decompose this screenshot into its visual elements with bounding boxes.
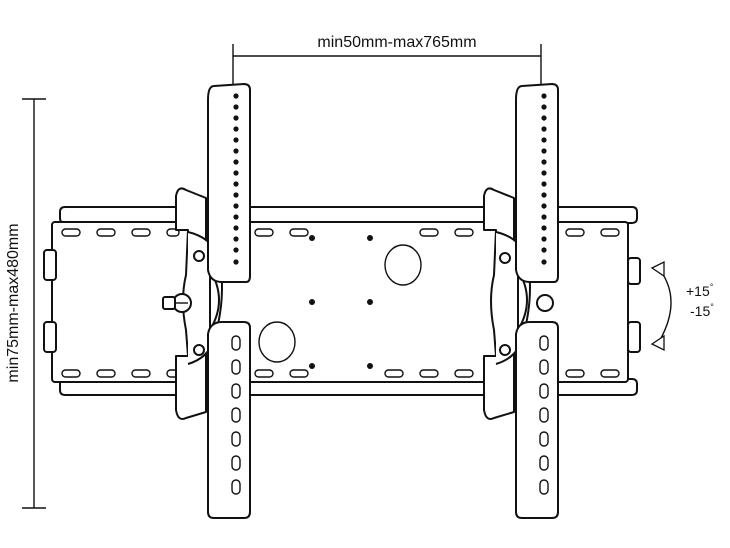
left-upper-arm [207, 83, 251, 283]
right-lower-arm [515, 321, 559, 519]
height-label: min75mm-max480mm [5, 223, 22, 382]
width-label: min50mm-max765mm [317, 34, 476, 51]
tilt-down-label: -15 [690, 303, 710, 319]
right-upper-arm [515, 83, 559, 283]
tilt-up-degree: ° [710, 282, 714, 292]
height-dimension: min75mm-max480mm [5, 98, 46, 509]
tilt-arrow-up-icon [650, 260, 665, 278]
tilt-indicator: +15° -15° [650, 260, 714, 352]
svg-text:-15°: -15° [690, 302, 714, 319]
tilt-up-label: +15 [686, 283, 710, 299]
left-lower-arm [207, 321, 251, 519]
tilt-arrow-down-icon [650, 334, 665, 352]
width-dimension: min50mm-max765mm [232, 34, 542, 86]
svg-text:+15°: +15° [686, 282, 714, 299]
tilt-down-degree: ° [710, 302, 714, 312]
